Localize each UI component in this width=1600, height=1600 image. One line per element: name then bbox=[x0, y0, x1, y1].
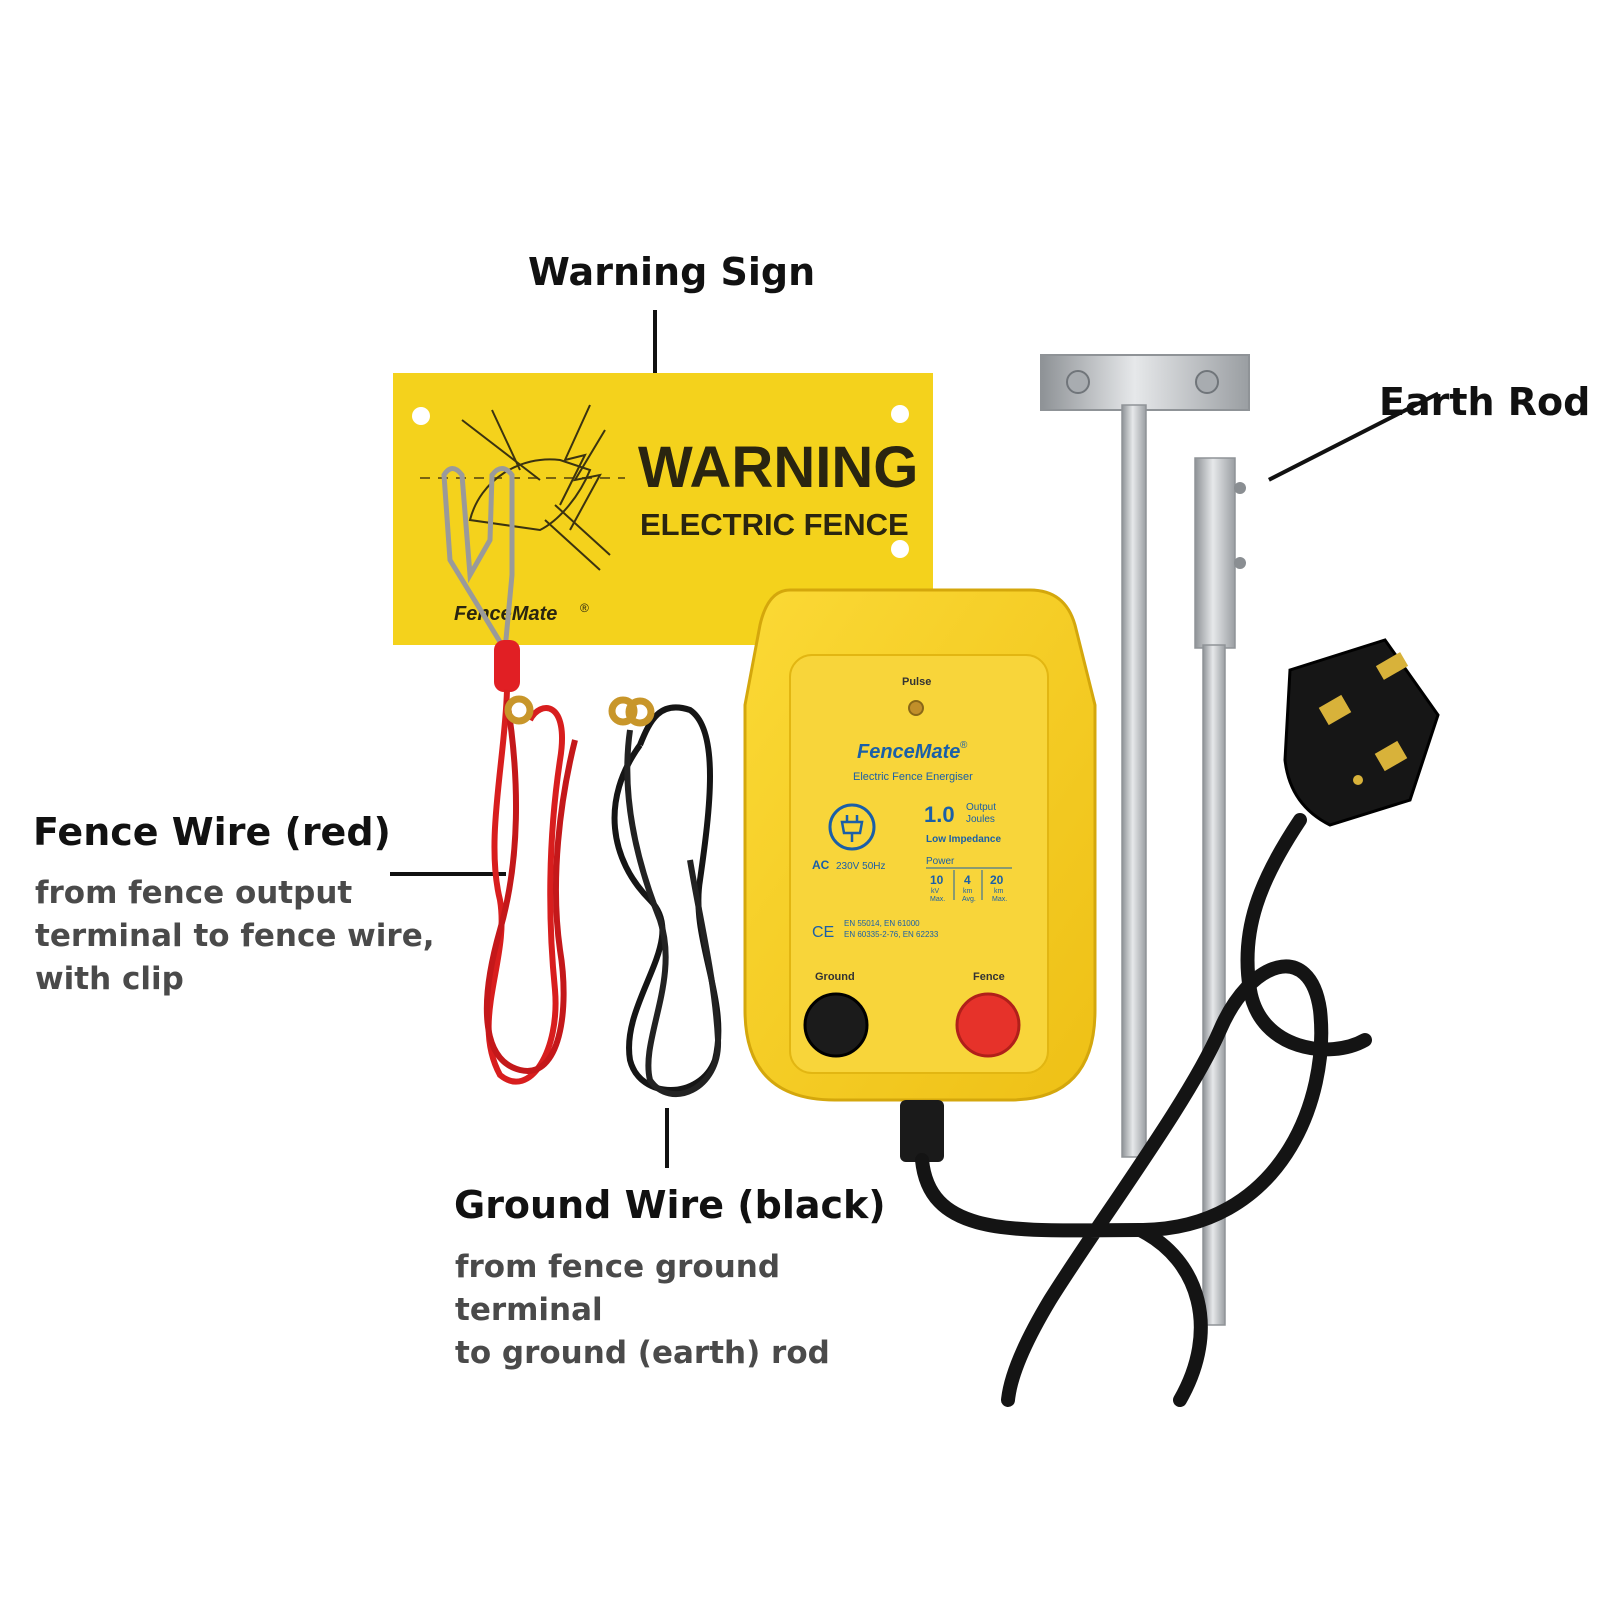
spec-2-unit: km bbox=[963, 888, 973, 895]
spec-2-value: 4 bbox=[964, 873, 971, 887]
ac-label: AC bbox=[812, 858, 830, 872]
output-value: 1.0 bbox=[924, 802, 955, 827]
fence-wire-leader bbox=[390, 872, 506, 876]
ground-terminal-knob bbox=[803, 992, 869, 1058]
fence-wire-description: from fence output terminal to fence wire… bbox=[35, 872, 455, 1001]
earth-rod-1 bbox=[1121, 404, 1147, 1158]
spec-3-value: 20 bbox=[990, 873, 1004, 887]
ground-terminal-label: Ground bbox=[815, 971, 855, 983]
ground-wire-desc-line-1: from fence ground terminal bbox=[455, 1249, 781, 1328]
spec-1-value: 10 bbox=[930, 873, 944, 887]
black-ring-terminal-1 bbox=[608, 696, 638, 726]
rod-sleeve-screw-2 bbox=[1234, 557, 1246, 569]
warning-sign-leader bbox=[653, 310, 657, 394]
red-wire-loop-1 bbox=[485, 689, 565, 1085]
fence-terminal-knob bbox=[955, 992, 1021, 1058]
t-bar-bolt-1 bbox=[1066, 370, 1090, 394]
fence-wire-label: Fence Wire (red) bbox=[33, 810, 391, 854]
plug-body bbox=[1283, 638, 1440, 827]
power-cable bbox=[915, 813, 1372, 1407]
spec-1-unit: kV bbox=[931, 888, 940, 895]
sign-headline: WARNING bbox=[638, 435, 918, 500]
energiser-front-panel bbox=[789, 654, 1049, 1074]
fence-wire-desc-line-1: from fence output bbox=[35, 875, 353, 911]
uk-plug bbox=[1283, 638, 1440, 827]
earth-rod-2-sleeve bbox=[1194, 457, 1236, 649]
energiser-product-name: Electric Fence Energiser bbox=[853, 771, 973, 783]
standards-line-1: EN 55014, EN 61000 bbox=[844, 919, 920, 928]
spec-3-unit: km bbox=[994, 888, 1004, 895]
sign-hole-top-left bbox=[412, 407, 430, 425]
warning-sign: WARNING ELECTRIC FENCE FenceMate ® bbox=[393, 373, 933, 645]
black-ring-terminal-2 bbox=[625, 697, 655, 727]
spec-3-note: Max. bbox=[992, 896, 1007, 903]
hand-shock-icon bbox=[461, 404, 611, 571]
sign-hole-top-right bbox=[891, 405, 909, 423]
pulse-indicator-light bbox=[908, 700, 924, 716]
output-label: Output bbox=[966, 802, 996, 813]
energiser-brand-reg: ® bbox=[960, 740, 968, 751]
ground-wire-leader bbox=[665, 1108, 669, 1168]
plug-fuse-marker bbox=[1353, 775, 1363, 785]
standards-line-2: EN 60335-2-76, EN 62233 bbox=[844, 930, 939, 939]
pulse-label: Pulse bbox=[902, 676, 931, 688]
spec-1-note: Max. bbox=[930, 896, 945, 903]
red-wire-loop-2 bbox=[483, 699, 578, 1074]
earth-rod-2 bbox=[1202, 644, 1226, 1326]
warning-sign-label: Warning Sign bbox=[528, 250, 816, 294]
plug-earth-pin bbox=[1375, 652, 1409, 680]
sign-brand-reg: ® bbox=[580, 601, 589, 615]
ground-wire-label: Ground Wire (black) bbox=[454, 1183, 886, 1227]
fence-wire-clip bbox=[441, 466, 515, 652]
impedance-label: Low Impedance bbox=[926, 834, 1001, 845]
black-wire-loop-2 bbox=[624, 729, 722, 1098]
red-clip-sleeve bbox=[494, 640, 520, 692]
ce-mark: CE bbox=[812, 924, 834, 941]
ground-wire-description: from fence ground terminal to ground (ea… bbox=[455, 1246, 935, 1375]
red-fence-wire bbox=[483, 640, 578, 1085]
earth-rods bbox=[1040, 354, 1250, 1326]
sign-hole-bottom-right bbox=[891, 540, 909, 558]
t-bar-bolt-2 bbox=[1195, 370, 1219, 394]
fence-wire-desc-line-3: with clip bbox=[35, 961, 184, 997]
spec-2-note: Avg. bbox=[962, 896, 976, 903]
ground-wire-desc-line-2: to ground (earth) rod bbox=[455, 1335, 830, 1371]
fence-energiser: Pulse FenceMate ® Electric Fence Energis… bbox=[743, 588, 1097, 1162]
red-ring-terminal bbox=[504, 695, 534, 725]
rod-sleeve-screw-1 bbox=[1234, 482, 1246, 494]
joules-label: Joules bbox=[966, 814, 995, 825]
energiser-brand: FenceMate bbox=[857, 741, 960, 763]
black-ground-wire bbox=[608, 696, 722, 1098]
power-label: Power bbox=[926, 856, 955, 867]
plug-neutral-pin bbox=[1318, 694, 1352, 726]
plug-icon bbox=[828, 803, 876, 851]
fence-terminal-label: Fence bbox=[973, 971, 1005, 983]
voltage-label: 230V 50Hz bbox=[836, 861, 885, 872]
plug-live-pin bbox=[1374, 740, 1408, 772]
cable-strain-relief bbox=[900, 1100, 944, 1162]
fence-wire-desc-line-2: terminal to fence wire, bbox=[35, 918, 435, 954]
sign-subline: ELECTRIC FENCE bbox=[640, 507, 909, 542]
